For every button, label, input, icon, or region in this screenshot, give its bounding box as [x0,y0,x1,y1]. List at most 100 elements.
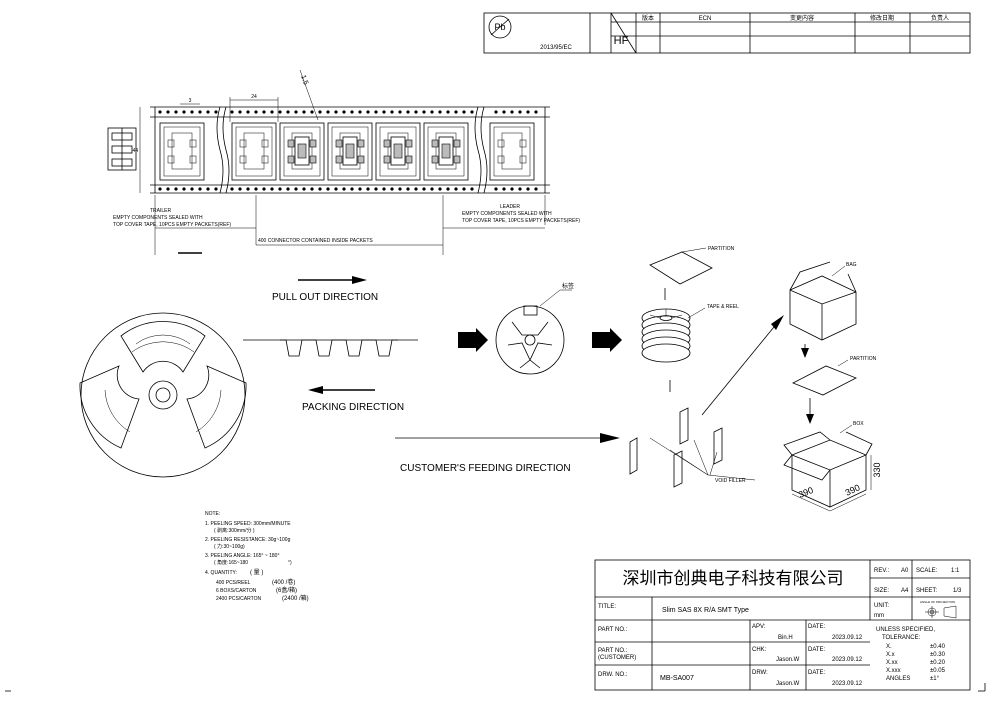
sprocket-hole [158,187,162,191]
sprocket-hole [286,187,290,191]
sprocket-hole [342,187,346,191]
tolerance-key: X.x [886,652,895,658]
partition-mid-label: PARTITION [850,356,877,362]
sprocket-hole [302,110,306,114]
sprocket-hole [286,110,290,114]
sprocket-hole [326,187,330,191]
rev-value: A0 [901,568,909,574]
sprocket-hole [430,110,434,114]
sprocket-holes [158,110,538,191]
label-cn: 标签 [562,282,574,290]
sprocket-hole [294,110,298,114]
leader-line2: TOP COVER TAPE, 10PCS EMPTY PACKETS(REF) [462,218,580,224]
sprocket-hole [230,110,234,114]
note-3c: °) [288,560,292,566]
sprocket-hole [206,187,210,191]
sprocket-hole [278,187,282,191]
sprocket-hole [462,187,466,191]
rev-col-content: 变更内容 [790,14,814,22]
sprocket-hole [198,110,202,114]
tolerance-key: X.xxx [886,668,901,674]
sprocket-hole [374,110,378,114]
sprocket-hole [350,110,354,114]
sprocket-hole [238,187,242,191]
date-label-1: DATE: [808,624,826,630]
reel-front-view [79,312,418,478]
note-3a: 3. PEELING ANGLE: 165° ~ 180° [205,553,279,559]
tape-reel-label: TAPE & REEL [707,304,739,310]
title-label: TITLE: [598,604,616,610]
sprocket-hole [230,187,234,191]
sprocket-hole [526,110,530,114]
box-label: BOX [853,421,864,427]
unit-value: mm [874,613,884,619]
part-no-label: PART NO.: [598,627,628,633]
tolerance-value: ±1° [930,676,940,682]
partition-mid: PARTITION [792,356,877,424]
rev-label: REV.: [874,568,889,574]
sprocket-hole [310,110,314,114]
note-4cn: ( 量 ) [250,569,263,576]
sprocket-hole [494,187,498,191]
sprocket-hole [470,187,474,191]
sprocket-hole [446,187,450,191]
tape-pocket [375,122,421,181]
pull-out-direction: PULL OUT DIRECTION [272,292,378,303]
sprocket-hole [238,110,242,114]
sprocket-hole [166,110,170,114]
tape-pocket [423,122,469,181]
unit-label: UNIT: [874,603,889,609]
tolerance-value: ±0.05 [930,668,946,674]
sprocket-hole [502,187,506,191]
tolerance-value: ±0.30 [930,652,946,658]
sprocket-hole [166,187,170,191]
sprocket-hole [294,187,298,191]
trailer-title: TRAILER [150,208,172,214]
tolerance-list: X.±0.40X.x±0.30X.xx±0.20X.xxx±0.05ANGLES… [886,644,946,682]
rev-col-ecn: ECN [699,16,712,22]
sprocket-hole [214,110,218,114]
directive-text: 2013/95/EC [540,45,572,51]
qty-1cn: (400 /卷) [272,578,295,586]
box-dim-1: 390 [797,485,815,500]
sprocket-hole [454,187,458,191]
size-label: SIZE: [874,588,889,594]
drw-value: Jason.W [776,681,800,687]
title-value: Slim SAS 8X R/A SMT Type [662,607,749,614]
unless-specified: UNLESS SPECIFIED, [876,627,935,633]
sprocket-hole [406,187,410,191]
sprocket-hole [430,187,434,191]
sprocket-hole [158,110,162,114]
tolerance-value: ±0.20 [930,660,946,666]
packing-direction: PACKING DIRECTION [302,402,404,413]
tape-pocket [279,122,325,181]
part-no-cust-label1: PART NO.: [598,648,628,654]
title-block: 深圳市创典电子科技有限公司 REV.: A0 SCALE: 1:1 SIZE: … [594,559,971,691]
note-1b: ( 剥离:300mm/分 ) [214,527,255,534]
width-dim: 44 [132,148,138,154]
sprocket-hole [518,110,522,114]
sprocket-hole [374,187,378,191]
tolerance-label: TOLERANCE: [882,635,921,641]
void-filler-label: VOID FILLER [715,478,746,484]
apv-label: APV: [752,624,766,630]
sprocket-hole [462,110,466,114]
sprocket-hole [318,110,322,114]
direction-annotations: PULL OUT DIRECTION PACKING DIRECTION CUS… [272,276,620,474]
revision-header: Pb 2013/95/EC HF 版本 ECN 变更内容 修改日期 负责人 [483,12,971,54]
sprocket-hole [366,187,370,191]
sprocket-hole [190,110,194,114]
sprocket-hole [438,110,442,114]
box-dim-2: 390 [844,482,862,497]
sprocket-hole [318,187,322,191]
tolerance-key: X. [886,644,892,650]
sprocket-hole [302,187,306,191]
bag: BAG [789,261,857,358]
chk-value: Jason.W [776,657,800,663]
carrier-tape: 24 3 44 1.5 TRAILER EMPTY COMPONENTS SEA… [107,69,580,255]
date-3: 2023.09.12 [832,681,863,687]
tolerance-value: ±0.40 [930,644,946,650]
rev-col-date: 修改日期 [870,14,894,22]
sprocket-hole [262,187,266,191]
